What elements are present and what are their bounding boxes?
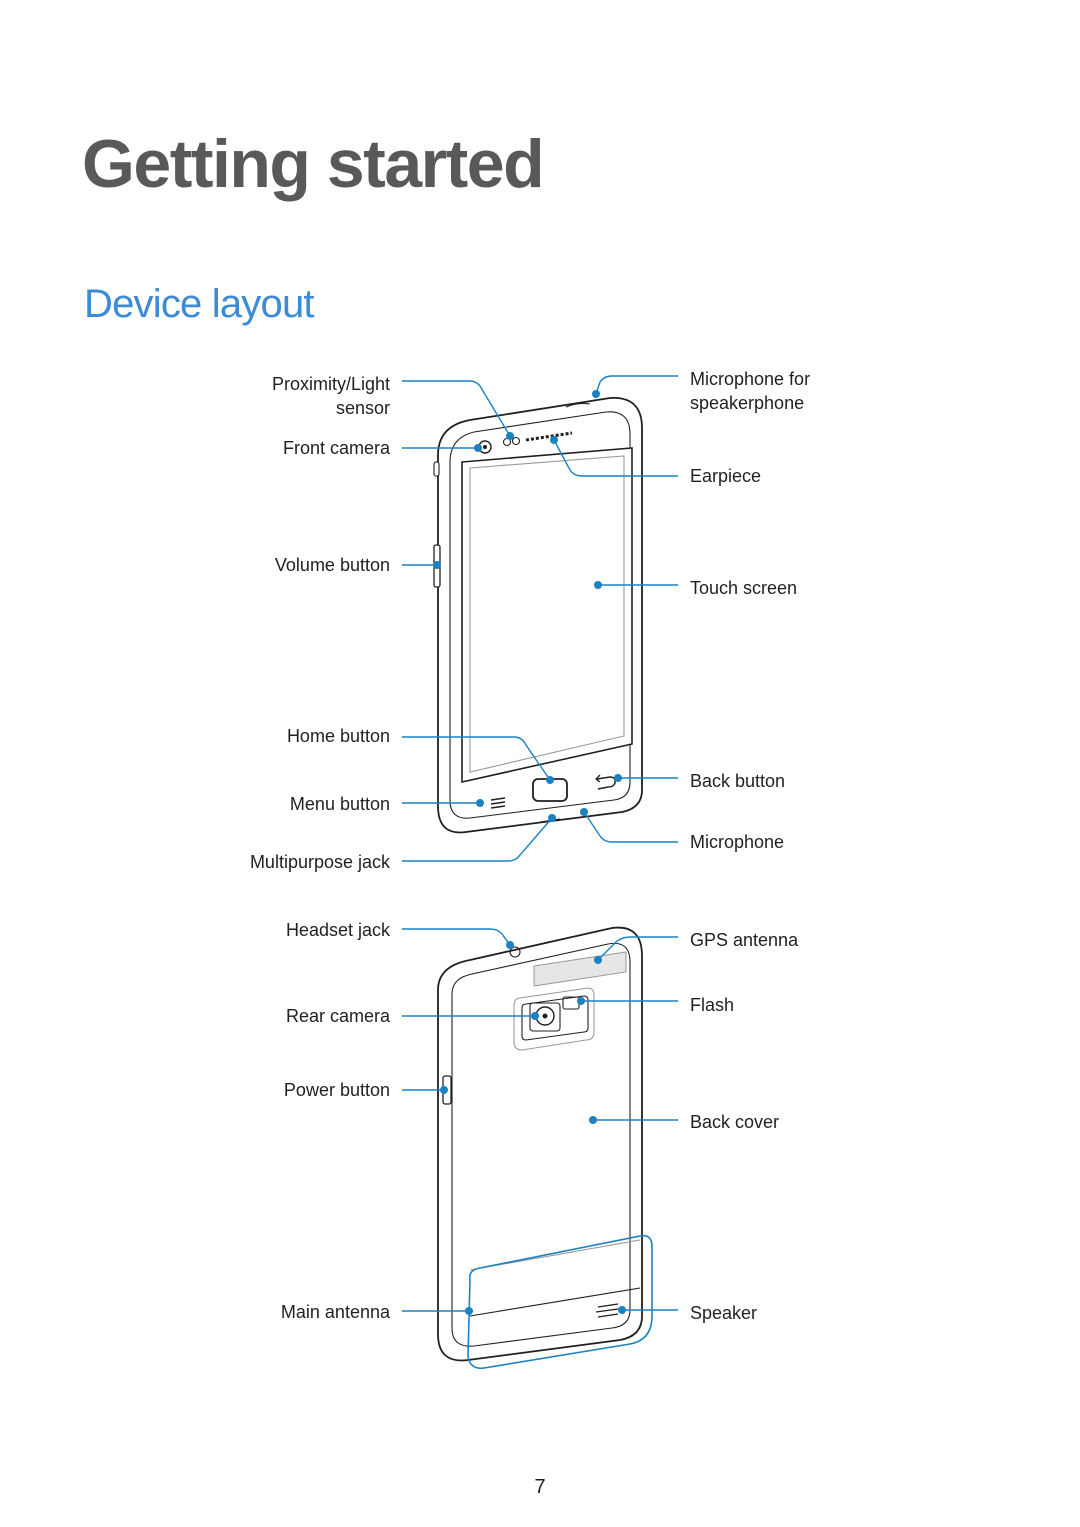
home-button-label: Home button [287, 726, 390, 746]
touch-screen-label: Touch screen [690, 578, 797, 598]
section-title: Device layout [84, 282, 315, 326]
phone-rear-illustration [437, 926, 643, 1362]
back-button-label: Back button [690, 771, 785, 791]
microphone-label: Microphone [690, 832, 784, 852]
callout-multipurpose-jack: Multipurpose jack [250, 814, 556, 872]
callout-menu-button: Menu button [290, 794, 484, 814]
phone-front-screen [461, 447, 633, 783]
menu-button-label: Menu button [290, 794, 390, 814]
callout-flash: Flash [577, 995, 734, 1015]
phone-rear-body [437, 926, 643, 1362]
headset-jack-label: Headset jack [286, 920, 391, 940]
earpiece-grille [525, 431, 573, 442]
callout-home-button: Home button [287, 726, 554, 784]
earpiece-label: Earpiece [690, 466, 761, 486]
callout-gps-antenna: GPS antenna [594, 930, 799, 964]
proximity-sensor-label-2: sensor [336, 398, 390, 418]
volume-button-label: Volume button [275, 555, 390, 575]
callout-headset-jack: Headset jack [286, 920, 514, 949]
multipurpose-jack-label: Multipurpose jack [250, 852, 391, 872]
callout-touch-screen: Touch screen [594, 578, 797, 598]
front-camera-label: Front camera [283, 438, 391, 458]
back-key-icon [595, 774, 616, 790]
callout-main-antenna: Main antenna [281, 1302, 473, 1322]
main-antenna-label: Main antenna [281, 1302, 391, 1322]
callout-proximity-sensor: Proximity/Light sensor [272, 374, 514, 440]
callout-volume-button: Volume button [275, 555, 441, 575]
callout-back-button: Back button [614, 771, 785, 791]
callout-microphone: Microphone [580, 808, 784, 852]
gps-antenna-label: GPS antenna [690, 930, 799, 950]
power-button-label: Power button [284, 1080, 390, 1100]
proximity-sensor-label-1: Proximity/Light [272, 374, 390, 394]
speaker-label: Speaker [690, 1303, 757, 1323]
callout-rear-camera: Rear camera [286, 1006, 539, 1026]
callout-speaker: Speaker [618, 1303, 757, 1323]
phone-front-illustration [433, 397, 643, 834]
flash-label: Flash [690, 995, 734, 1015]
speaker-grille [595, 1303, 619, 1318]
main-antenna-outline [467, 1234, 653, 1370]
back-cover-label: Back cover [690, 1112, 779, 1132]
callout-earpiece: Earpiece [550, 436, 761, 486]
chapter-title: Getting started [82, 126, 545, 202]
callout-microphone-speakerphone: Microphone for speakerphone [592, 369, 810, 413]
microphone-speakerphone-label-2: speakerphone [690, 393, 804, 413]
page-number: 7 [534, 1476, 546, 1498]
callout-back-cover: Back cover [589, 1112, 779, 1132]
menu-key-icon [490, 797, 506, 809]
microphone-speakerphone-label-1: Microphone for [690, 369, 810, 389]
callout-power-button: Power button [284, 1080, 448, 1100]
rear-camera-label: Rear camera [286, 1006, 391, 1026]
callout-front-camera: Front camera [283, 438, 482, 458]
